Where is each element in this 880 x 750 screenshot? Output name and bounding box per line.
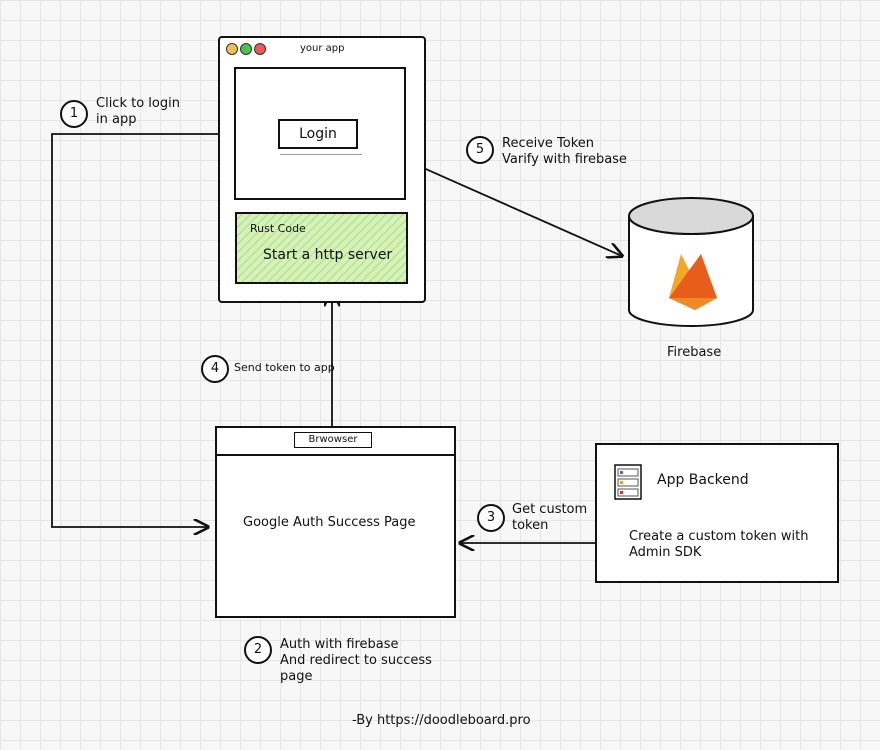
step-3-line-1: Get custom bbox=[512, 502, 588, 517]
rust-server-text: Start a http server bbox=[263, 247, 393, 263]
app-window-title: your app bbox=[300, 43, 345, 54]
maximize-dot-icon[interactable] bbox=[254, 43, 266, 55]
step-3-line-2: token bbox=[512, 518, 549, 533]
rust-code-label: Rust Code bbox=[250, 222, 306, 235]
step-2-line-3: page bbox=[280, 669, 313, 684]
backend-description-line-1: Create a custom token with bbox=[629, 529, 809, 544]
login-button[interactable]: Login bbox=[278, 119, 358, 149]
step-1-line-1: Click to login bbox=[96, 96, 180, 111]
firebase-database-icon bbox=[628, 197, 754, 327]
backend-title: App Backend bbox=[657, 472, 749, 488]
login-underline bbox=[280, 154, 362, 155]
browser-window bbox=[215, 426, 456, 618]
credit-text[interactable]: -By https://doodleboard.pro bbox=[352, 713, 531, 728]
browser-page-text: Google Auth Success Page bbox=[243, 515, 416, 530]
step-1-badge: 1 bbox=[60, 100, 88, 128]
browser-tab[interactable]: Brwowser bbox=[294, 432, 372, 448]
browser-tab-divider bbox=[217, 454, 454, 456]
step-2-line-1: Auth with firebase bbox=[280, 637, 399, 652]
step-5-line-2: Varify with firebase bbox=[502, 152, 627, 167]
step-5-line-1: Receive Token bbox=[502, 136, 595, 151]
rust-code-block bbox=[235, 212, 408, 284]
firebase-flame-icon bbox=[669, 254, 717, 310]
server-icon bbox=[614, 464, 642, 500]
step-4-line-1: Send token to app bbox=[234, 361, 335, 374]
step-2-line-2: And redirect to success bbox=[280, 653, 432, 668]
step-3-badge: 3 bbox=[477, 504, 505, 532]
step-2-badge: 2 bbox=[244, 636, 272, 664]
step-5-badge: 5 bbox=[466, 136, 494, 164]
minimize-dot-icon[interactable] bbox=[240, 43, 252, 55]
step-4-badge: 4 bbox=[201, 355, 229, 383]
backend-description-line-2: Admin SDK bbox=[629, 545, 702, 560]
arrow-login-to-browser bbox=[51, 133, 278, 527]
close-dot-icon[interactable] bbox=[226, 43, 238, 55]
step-1-line-2: in app bbox=[96, 112, 137, 127]
firebase-label: Firebase bbox=[667, 345, 722, 360]
